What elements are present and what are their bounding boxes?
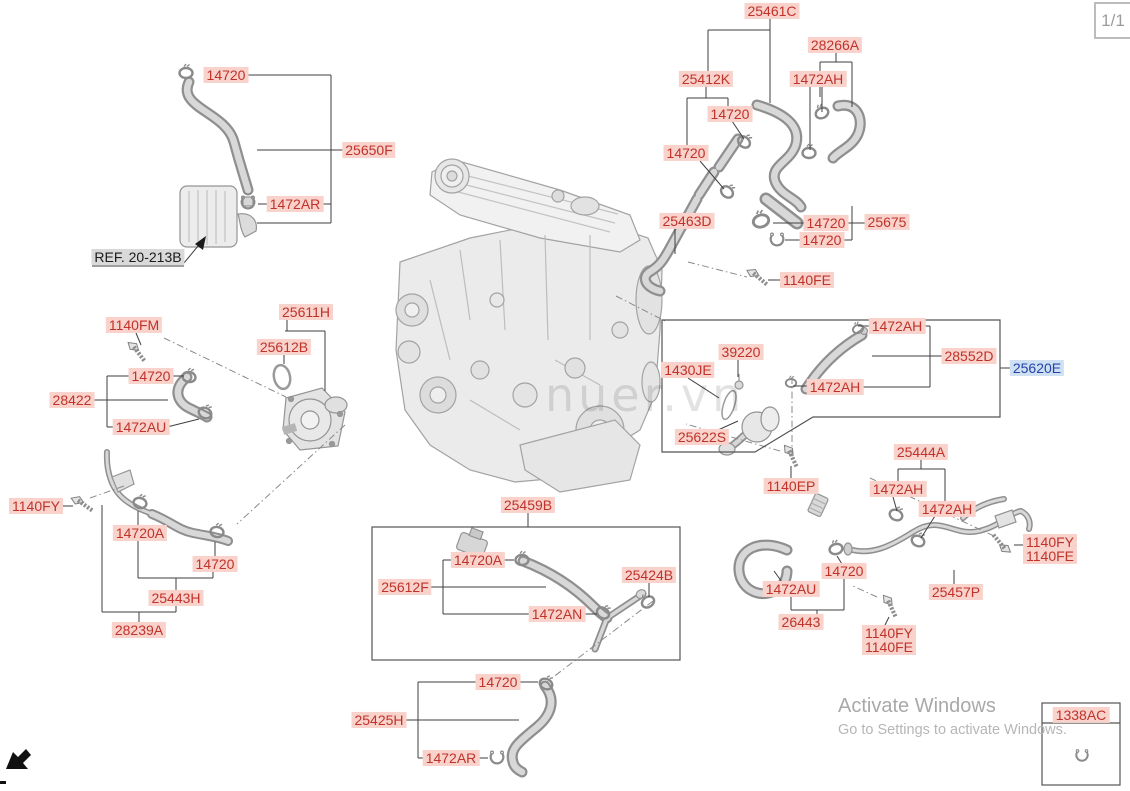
small-parts bbox=[111, 185, 1017, 599]
o-ring-25612B bbox=[272, 363, 292, 391]
part-label-14720-8[interactable]: 14720 bbox=[475, 673, 521, 691]
connector-fitting bbox=[807, 493, 829, 517]
part-label-1338AC[interactable]: 1338AC bbox=[1052, 706, 1110, 724]
part-label-25675[interactable]: 25675 bbox=[864, 213, 910, 231]
part-label-25424B[interactable]: 25424B bbox=[621, 566, 677, 584]
part-label-25620E[interactable]: 25620E bbox=[1009, 359, 1065, 377]
leader-lines bbox=[59, 18, 1026, 759]
part-label-14720-3[interactable]: 14720 bbox=[663, 144, 709, 162]
part-label-1140FM[interactable]: 1140FM bbox=[105, 316, 163, 334]
part-label-25612F[interactable]: 25612F bbox=[378, 578, 432, 596]
box-25620E bbox=[661, 319, 1001, 453]
pipe-bracket bbox=[111, 469, 135, 493]
part-label-28239A[interactable]: 28239A bbox=[111, 621, 167, 639]
part-label-1140FY-3[interactable]: 1140FY bbox=[862, 624, 916, 642]
part-label-28266A[interactable]: 28266A bbox=[807, 36, 863, 54]
box-25459B bbox=[371, 526, 681, 661]
part-label-28422[interactable]: 28422 bbox=[49, 391, 95, 409]
part-label-1472AU-1[interactable]: 1472AU bbox=[112, 418, 170, 436]
part-label-1472AR-2[interactable]: 1472AR bbox=[422, 749, 480, 767]
part-label-25412K[interactable]: 25412K bbox=[678, 70, 734, 88]
oil-cooler bbox=[179, 185, 257, 248]
part-label-14720-4[interactable]: 14720 bbox=[803, 214, 849, 232]
part-label-14720A-1[interactable]: 14720A bbox=[112, 524, 168, 542]
part-label-25459B[interactable]: 25459B bbox=[500, 496, 556, 514]
gasket-1430JE bbox=[721, 389, 737, 421]
part-label-1472AH-3[interactable]: 1472AH bbox=[806, 378, 864, 396]
pipe-flange bbox=[843, 542, 853, 556]
activate-windows-line1: Activate Windows bbox=[838, 695, 996, 717]
site-watermark: nuer.vn bbox=[545, 368, 746, 422]
part-label-25425H[interactable]: 25425H bbox=[351, 711, 407, 729]
part-label-25611H[interactable]: 25611H bbox=[278, 303, 334, 321]
part-label-1140FE-1[interactable]: 1140FE bbox=[780, 271, 834, 289]
part-label-39220[interactable]: 39220 bbox=[718, 343, 764, 361]
part-label-ref-20-213B[interactable]: REF. 20-213B bbox=[91, 248, 185, 266]
part-label-1140FE-2[interactable]: 1140FE bbox=[1023, 547, 1077, 565]
hoses-over bbox=[105, 78, 1032, 776]
part-label-1140FY-2[interactable]: 1140FY bbox=[1023, 533, 1077, 551]
part-label-25612B[interactable]: 25612B bbox=[256, 338, 312, 356]
part-label-1140EP[interactable]: 1140EP bbox=[763, 477, 819, 495]
pipe-bracket-2 bbox=[994, 509, 1017, 529]
part-label-14720-5[interactable]: 14720 bbox=[799, 231, 845, 249]
cursor-arrow bbox=[0, 749, 31, 784]
part-label-25461C[interactable]: 25461C bbox=[744, 2, 800, 20]
engine-illustration bbox=[395, 158, 663, 493]
pipe-25424B bbox=[591, 592, 644, 653]
water-outlet-assembly bbox=[718, 326, 869, 456]
part-label-25650F[interactable]: 25650F bbox=[342, 141, 396, 159]
part-label-25463D[interactable]: 25463D bbox=[659, 212, 715, 230]
part-label-25444A[interactable]: 25444A bbox=[893, 443, 949, 461]
box-1338AC bbox=[1041, 702, 1121, 786]
part-label-25622S[interactable]: 25622S bbox=[674, 428, 730, 446]
part-label-25443H[interactable]: 25443H bbox=[148, 589, 204, 607]
part-label-1472AR-1[interactable]: 1472AR bbox=[266, 195, 324, 213]
part-label-14720-2[interactable]: 14720 bbox=[707, 105, 753, 123]
part-label-1140FY-1[interactable]: 1140FY bbox=[9, 497, 63, 515]
part-label-1472AH-2[interactable]: 1472AH bbox=[868, 317, 926, 335]
part-label-14720-7[interactable]: 14720 bbox=[192, 555, 238, 573]
ref-arrowhead bbox=[195, 236, 206, 250]
activate-windows-line2: Go to Settings to activate Windows. bbox=[838, 722, 1067, 738]
thermostat-assembly bbox=[281, 387, 348, 451]
part-label-14720-6[interactable]: 14720 bbox=[128, 367, 174, 385]
reference-dash-lines bbox=[89, 261, 995, 679]
part-label-1472AH-1[interactable]: 1472AH bbox=[789, 70, 847, 88]
activate-windows-watermark: Activate Windows Go to Settings to activ… bbox=[838, 695, 1067, 738]
part-label-25457P[interactable]: 25457P bbox=[928, 583, 984, 601]
part-label-1472AH-5[interactable]: 1472AH bbox=[918, 500, 976, 518]
part-label-1430JE[interactable]: 1430JE bbox=[661, 361, 715, 379]
part-label-14720A-2[interactable]: 14720A bbox=[450, 551, 506, 569]
page-indicator: 1/1 bbox=[1094, 2, 1130, 39]
part-label-14720-1[interactable]: 14720 bbox=[203, 66, 249, 84]
part-label-1472AN[interactable]: 1472AN bbox=[528, 605, 586, 623]
part-label-1140FE-3[interactable]: 1140FE bbox=[862, 638, 916, 656]
part-label-28552D[interactable]: 28552D bbox=[941, 347, 997, 365]
part-label-1472AH-4[interactable]: 1472AH bbox=[869, 480, 927, 498]
hose-25650F bbox=[181, 76, 254, 196]
part-label-1472AU-2[interactable]: 1472AU bbox=[762, 580, 820, 598]
part-label-14720-9[interactable]: 14720 bbox=[821, 562, 867, 580]
part-label-26443[interactable]: 26443 bbox=[778, 613, 824, 631]
